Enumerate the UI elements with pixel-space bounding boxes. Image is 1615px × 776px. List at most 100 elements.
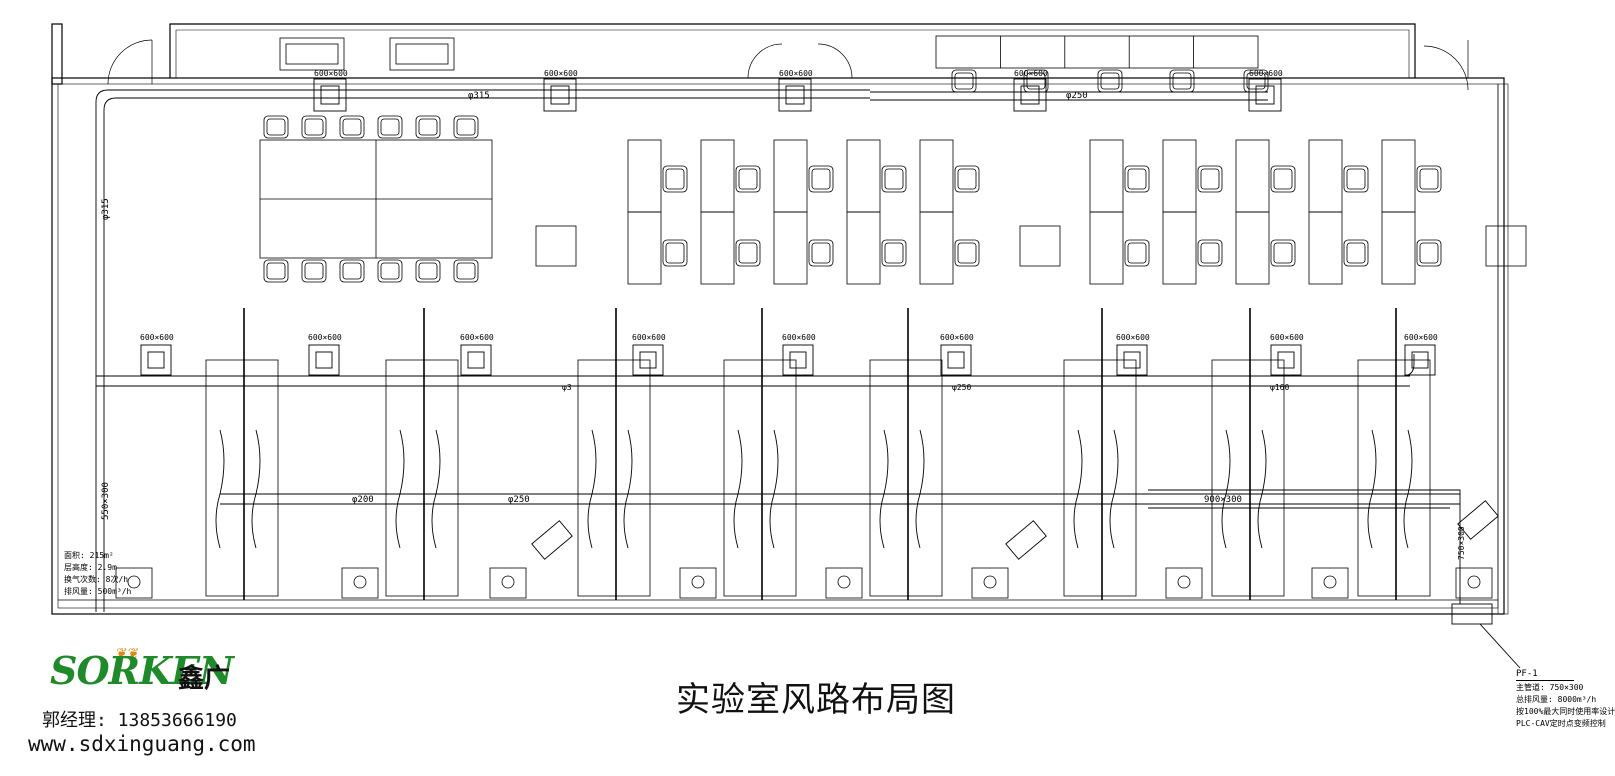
chair-seat [738, 242, 758, 264]
fan-spec-line: 主管道: 750×300 [1516, 683, 1584, 692]
duct-size-label: 750×300 [1457, 526, 1466, 560]
chair-seat [1127, 168, 1147, 190]
diffuser-core [789, 351, 807, 369]
hood-base [679, 567, 717, 599]
diffuser-size-label: 600×600 [782, 333, 816, 342]
diffuser-core [147, 351, 165, 369]
diffuser [778, 78, 812, 112]
diffuser [313, 78, 347, 112]
diffuser [308, 344, 340, 376]
chair [301, 115, 327, 139]
chair-seat [418, 262, 438, 280]
hood-fan [1323, 575, 1337, 589]
chair-seat [957, 242, 977, 264]
exhaust-grille [1005, 520, 1047, 560]
chair-seat [954, 72, 974, 90]
diffuser-size-label: 600×600 [1014, 69, 1048, 78]
chair-seat [380, 262, 400, 280]
chair-seat [665, 242, 685, 264]
chair [377, 259, 403, 283]
chair [808, 165, 834, 193]
fume-hood-bay [723, 359, 797, 597]
chair-seat [738, 168, 758, 190]
fume-hood-bay [869, 359, 943, 597]
chair-seat [266, 118, 286, 136]
company-logo: SORKEN [50, 648, 234, 693]
chair [735, 239, 761, 267]
diffuser-core [550, 85, 570, 105]
chair-seat [957, 168, 977, 190]
chair-seat [1172, 72, 1192, 90]
desk [846, 139, 881, 213]
chair [263, 115, 289, 139]
flex-exhaust-hose [395, 429, 405, 549]
chair [1124, 239, 1150, 267]
chair-seat [456, 118, 476, 136]
chair-seat [304, 118, 324, 136]
desk [1162, 139, 1197, 213]
company-website: www.sdxinguang.com [28, 732, 256, 756]
diffuser-size-label: 600×600 [460, 333, 494, 342]
chair-seat [1273, 242, 1293, 264]
flex-exhaust-hose [1367, 429, 1377, 549]
hood-fan [1467, 575, 1481, 589]
duct-size-label: φ3 [562, 383, 572, 392]
diffuser-size-label: 600×600 [314, 69, 348, 78]
chair [881, 239, 907, 267]
diffuser-core [785, 85, 805, 105]
chair-seat [811, 168, 831, 190]
chair [1343, 165, 1369, 193]
diffuser-size-label: 600×600 [544, 69, 578, 78]
desk [919, 211, 954, 285]
duct-size-label: φ160 [1270, 383, 1289, 392]
fume-hood-bay [385, 359, 459, 597]
chair-seat [1346, 242, 1366, 264]
diffuser [1270, 344, 1302, 376]
supply-duct-main-inner [103, 97, 870, 612]
chair [301, 259, 327, 283]
chair-seat [1419, 242, 1439, 264]
desk [1235, 139, 1270, 213]
hood-base [489, 567, 527, 599]
diffuser-size-label: 600×600 [1116, 333, 1150, 342]
chair-seat [884, 168, 904, 190]
diffuser-size-label: 600×600 [1249, 69, 1283, 78]
flex-exhaust-hose [1257, 429, 1267, 549]
chair-seat [342, 118, 362, 136]
desk [700, 211, 735, 285]
chair [415, 259, 441, 283]
chair-seat [266, 262, 286, 280]
flex-exhaust-hose [879, 429, 889, 549]
fan-tag: PF-1 [1516, 668, 1574, 681]
chair [1270, 239, 1296, 267]
diffuser-size-label: 600×600 [308, 333, 342, 342]
desk [846, 211, 881, 285]
chair [954, 239, 980, 267]
fan-leader-line [1479, 623, 1521, 669]
diffuser-size-label: 600×600 [1270, 333, 1304, 342]
column [1485, 225, 1527, 267]
diffuser-core [320, 85, 340, 105]
chair-seat [418, 118, 438, 136]
chair-seat [884, 242, 904, 264]
desk [1381, 139, 1416, 213]
desk [1089, 139, 1124, 213]
fan-spec-line: PLC-CAV定时点变频控制 [1516, 719, 1606, 728]
window-cabinet-inner [395, 43, 449, 65]
exhaust-duct-main [220, 493, 1460, 505]
exhaust-grille [1457, 500, 1499, 540]
chair [735, 165, 761, 193]
chair-seat [665, 168, 685, 190]
duct-size-label: φ250 [508, 495, 530, 505]
diffuser-size-label: 600×600 [140, 333, 174, 342]
chair-seat [342, 262, 362, 280]
window-cabinet [279, 37, 345, 71]
chair-seat [304, 262, 324, 280]
flex-exhaust-hose [215, 429, 225, 549]
hood-fan [1177, 575, 1191, 589]
fan-spec-block: PF-1 主管道: 750×300 总排风量: 8000m³/h 按100%最大… [1516, 668, 1615, 730]
hood-fan [691, 575, 705, 589]
fan-spec-line: 总排风量: 8000m³/h [1516, 695, 1597, 704]
fume-hood-bay [1063, 359, 1137, 597]
